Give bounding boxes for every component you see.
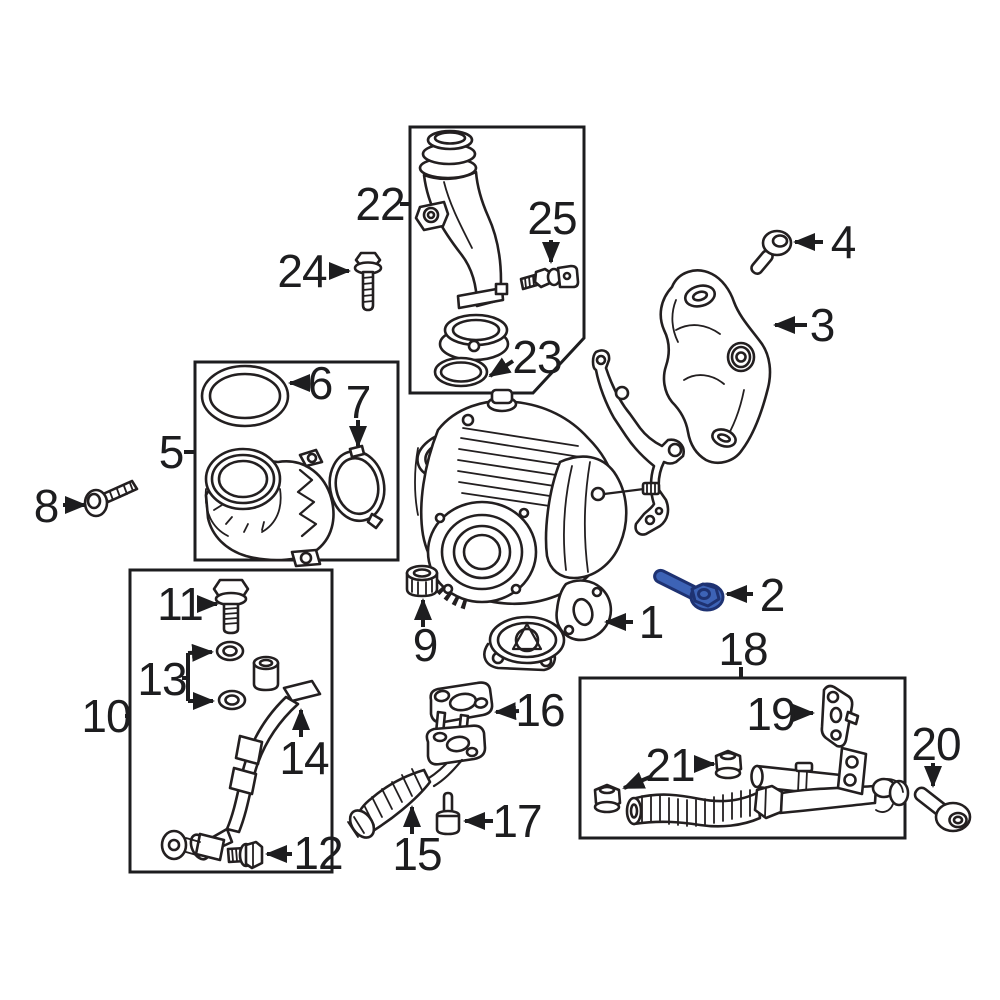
part-8-bolt-drawing bbox=[83, 479, 139, 518]
part-label-12: 12 bbox=[293, 827, 343, 879]
part-1-turbocharger-drawing bbox=[414, 388, 661, 672]
part-18-hoses-drawing bbox=[625, 746, 910, 828]
leader-21b bbox=[622, 771, 651, 790]
leader-13a bbox=[182, 653, 190, 701]
part-22-intake-hose-drawing bbox=[414, 129, 510, 362]
part-label-18: 18 bbox=[718, 623, 768, 675]
part-label-22: 22 bbox=[355, 178, 405, 230]
group-box-22 bbox=[408, 125, 586, 395]
part-label-25: 25 bbox=[527, 192, 577, 244]
part-23-o-ring-drawing bbox=[433, 356, 489, 388]
part-label-3: 3 bbox=[809, 299, 836, 351]
part-label-8: 8 bbox=[33, 480, 60, 532]
leader-13b bbox=[187, 643, 214, 662]
part-2-bolt-highlighted-drawing bbox=[653, 568, 725, 612]
part-label-1: 1 bbox=[638, 596, 665, 648]
part-label-15: 15 bbox=[392, 828, 442, 880]
group-box-10 bbox=[128, 568, 334, 874]
part-label-9: 9 bbox=[412, 619, 439, 671]
part-20-bolt-drawing bbox=[913, 786, 972, 833]
part-label-19: 19 bbox=[746, 688, 796, 740]
part-7-clamp-drawing bbox=[328, 444, 386, 530]
part-25-sensor-drawing bbox=[519, 264, 580, 291]
part-12-bolt-drawing bbox=[226, 840, 264, 870]
part-4-bolt-drawing bbox=[750, 229, 793, 276]
part-label-14: 14 bbox=[279, 732, 329, 784]
part-24-bolt-drawing bbox=[353, 251, 383, 312]
leader-lines bbox=[63, 202, 942, 863]
part-label-7: 7 bbox=[345, 376, 372, 428]
leader-16 bbox=[494, 702, 520, 721]
turbo-mounting-bracket-drawing bbox=[591, 349, 685, 536]
part-6-seal-drawing bbox=[200, 364, 290, 428]
part-17-bolt-drawing bbox=[435, 791, 461, 836]
part-label-17: 17 bbox=[492, 795, 542, 847]
part-5-housing-drawing bbox=[204, 447, 335, 568]
leader-23 bbox=[488, 357, 515, 378]
part-label-4: 4 bbox=[830, 216, 857, 268]
part-19-flange-drawing bbox=[820, 684, 860, 748]
part-label-2: 2 bbox=[759, 569, 786, 621]
part-16-gasket-drawing bbox=[429, 681, 494, 738]
part-label-6: 6 bbox=[307, 357, 334, 409]
part-label-5: 5 bbox=[158, 426, 185, 478]
part-label-23: 23 bbox=[512, 331, 562, 383]
part-15-oil-drain-tube-drawing bbox=[347, 724, 487, 839]
part-label-20: 20 bbox=[911, 718, 961, 770]
part-14-oil-feed-tube-drawing bbox=[160, 655, 322, 862]
part-label-13: 13 bbox=[137, 653, 187, 705]
part-label-16: 16 bbox=[515, 684, 565, 736]
part-13-washers-drawing bbox=[215, 640, 247, 711]
part-3-heat-shield-drawing bbox=[659, 269, 772, 464]
part-11-bolt-drawing bbox=[212, 578, 250, 635]
part-9-plug-drawing bbox=[405, 564, 439, 598]
part-label-10: 10 bbox=[81, 690, 131, 742]
part-label-11: 11 bbox=[157, 578, 204, 630]
part-label-24: 24 bbox=[277, 245, 327, 297]
part-label-21: 21 bbox=[645, 739, 695, 791]
part-21-nuts-drawing bbox=[593, 749, 743, 814]
